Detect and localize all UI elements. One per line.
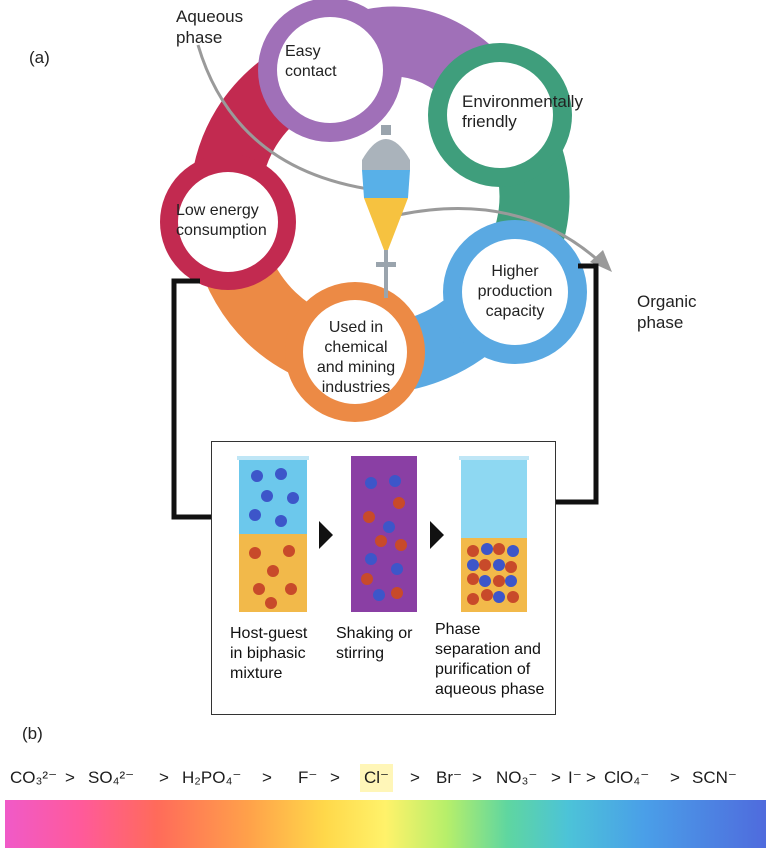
beaker-mixing-icon [351,456,417,612]
left-connector [171,278,211,520]
easy-contact-text: Easy contact [285,43,337,80]
ion-sulfate: SO₄²⁻ [88,768,135,787]
greater-than: > [551,768,561,787]
greater-than: > [65,768,75,787]
greater-than: > [472,768,482,787]
ion-fluoride: F⁻ [298,768,318,787]
ion-iodide: I⁻ [568,768,582,787]
right-connector [556,263,599,505]
aqueous-phase-label: Aqueous phase [176,7,244,47]
arrow-head [590,250,612,272]
organic-flow-arrow [397,207,602,264]
ion-perchlorate: ClO₄⁻ [604,768,650,787]
higher-production-text: Higher production capacity [477,263,553,320]
greater-than: > [586,768,596,787]
low-energy-text: Low energy consumption [176,202,267,239]
color-spectrum-bar [5,800,766,848]
greater-than: > [262,768,272,787]
panel-a-label: (a) [29,48,50,67]
flower-diagram [160,0,612,520]
ion-chloride: Cl⁻ [360,764,394,792]
process-illustration [237,456,529,612]
beaker-separated-icon [459,456,529,612]
organic-phase-label: Organic phase [637,292,697,332]
shaking-caption: Shaking or stirring [336,625,413,662]
aqueous-flow-arrow [196,44,376,192]
separatory-funnel-icon [362,125,410,298]
hofmeister-series: CO₃²⁻ > SO₄²⁻ > H₂PO₄⁻ > F⁻ > Cl⁻ > Br⁻ … [0,762,768,796]
greater-than: > [410,768,420,787]
greater-than: > [330,768,340,787]
greater-than: > [670,768,680,787]
ion-thiocyanate: SCN⁻ [692,768,737,787]
panel-b-label: (b) [22,724,43,743]
greater-than: > [159,768,169,787]
environmentally-friendly-text: Environmentally friendly [462,92,583,131]
phase-separation-caption: Phase separation and purification of aqu… [435,621,545,698]
step-arrow-icon [319,521,333,549]
step-arrow-icon [430,521,444,549]
ion-dihydrogen-phosphate: H₂PO₄⁻ [182,768,242,787]
ion-carbonate: CO₃²⁻ [10,768,58,787]
beaker-biphasic-icon [237,456,309,612]
ion-bromide: Br⁻ [436,768,462,787]
ion-nitrate: NO₃⁻ [496,768,538,787]
chemical-mining-text: Used in chemical and mining industries [316,319,396,396]
host-guest-caption: Host-guest in biphasic mixture [230,625,308,682]
